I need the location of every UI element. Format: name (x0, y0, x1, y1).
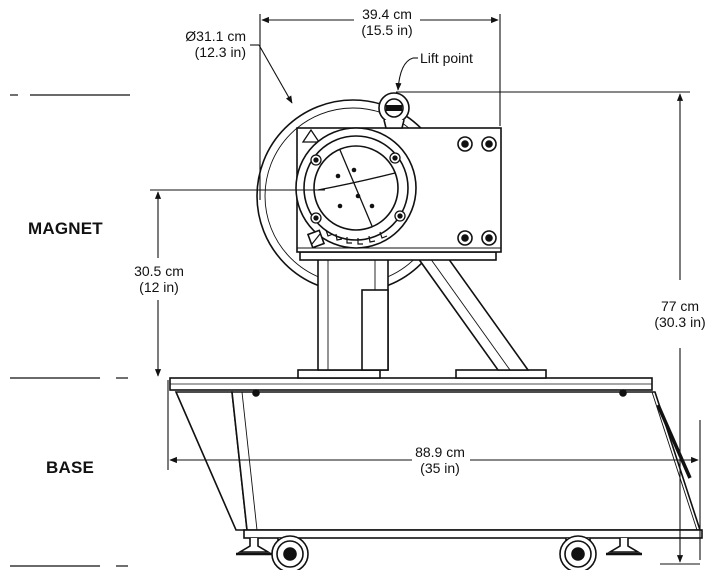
base-cart (169, 377, 703, 573)
base-width-dimension: 88.9 cm (35 in) (400, 444, 480, 476)
top-width-dimension: 39.4 cm (15.5 in) (342, 6, 432, 38)
top-width-imperial: (15.5 in) (361, 22, 413, 38)
total-height-dimension: 77 cm (30.3 in) (638, 298, 722, 330)
total-height-imperial: (30.3 in) (654, 314, 706, 330)
magnet-height-dimension: 30.5 cm (12 in) (120, 263, 198, 295)
top-width-metric: 39.4 cm (362, 6, 412, 22)
base-section-label: BASE (46, 458, 95, 477)
magnet-height-imperial: (12 in) (139, 279, 179, 295)
diameter-dimension: Ø31.1 cm (12.3 in) (150, 28, 246, 60)
diameter-imperial: (12.3 in) (194, 44, 246, 60)
diameter-metric: Ø31.1 cm (185, 28, 246, 44)
total-height-metric: 77 cm (660, 298, 700, 314)
magnet-assembly (256, 92, 547, 379)
base-width-metric: 88.9 cm (415, 444, 465, 460)
lift-point-label: Lift point (420, 50, 473, 66)
magnet-height-metric: 30.5 cm (134, 263, 184, 279)
base-width-imperial: (35 in) (420, 460, 460, 476)
dimension-lines (150, 14, 701, 565)
section-separators (10, 94, 130, 567)
magnet-section-label: MAGNET (28, 219, 103, 238)
